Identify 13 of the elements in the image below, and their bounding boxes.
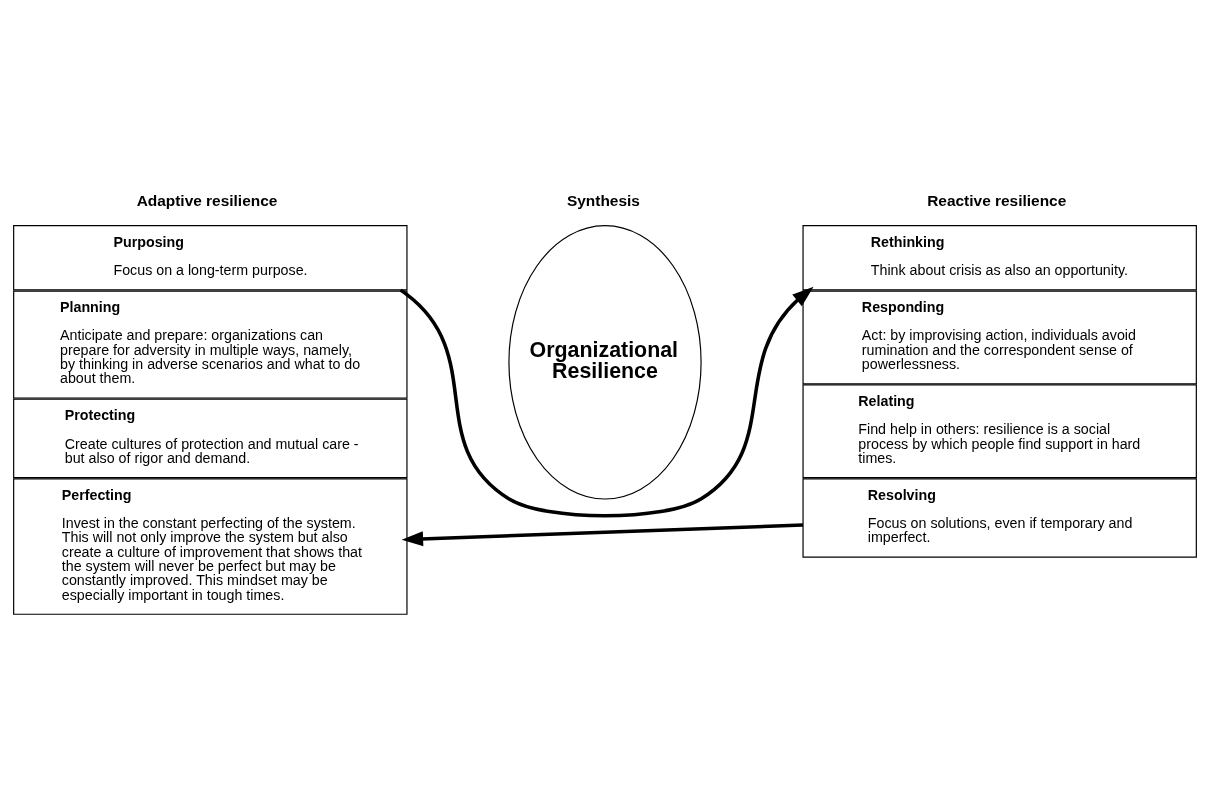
node-box: Rethinking Think about crisis as also an opportunity. <box>802 224 1197 290</box>
node-ellipse: Organizational Resilience <box>508 224 702 500</box>
node-box: Resolving Focus on solutions, even if temporary and imperfect. <box>802 477 1197 558</box>
label: Reactive resilience <box>927 191 1067 209</box>
node-box: Perfecting Invest in the constant perfecting of the system. This will not only improve the system but also create a culture of improvement that shows that the system will never be perfect but may be constantly improved. This mindset may be especially important in tough times. <box>13 477 408 615</box>
node-box: Planning Anticipate and prepare: organizations can prepare for adversity in multiple ways, namely, by thinking in adverse scenarios and what to do about them. <box>13 289 408 399</box>
node-box: Relating Find help in others: resilience is a social process by which people find support in hard times. <box>802 383 1197 478</box>
label: Synthesis <box>566 191 640 209</box>
node-box: Purposing Focus on a long-term purpose. <box>13 224 408 290</box>
arrow <box>401 522 803 546</box>
label: Adaptive resilience <box>136 191 278 209</box>
node-box: Protecting Create cultures of protection and mutual care - but also of rigor and demand. <box>13 398 408 478</box>
node-box: Responding Act: by improvising action, individuals avoid rumination and the correspondent sense of powerlessness. <box>802 289 1197 384</box>
